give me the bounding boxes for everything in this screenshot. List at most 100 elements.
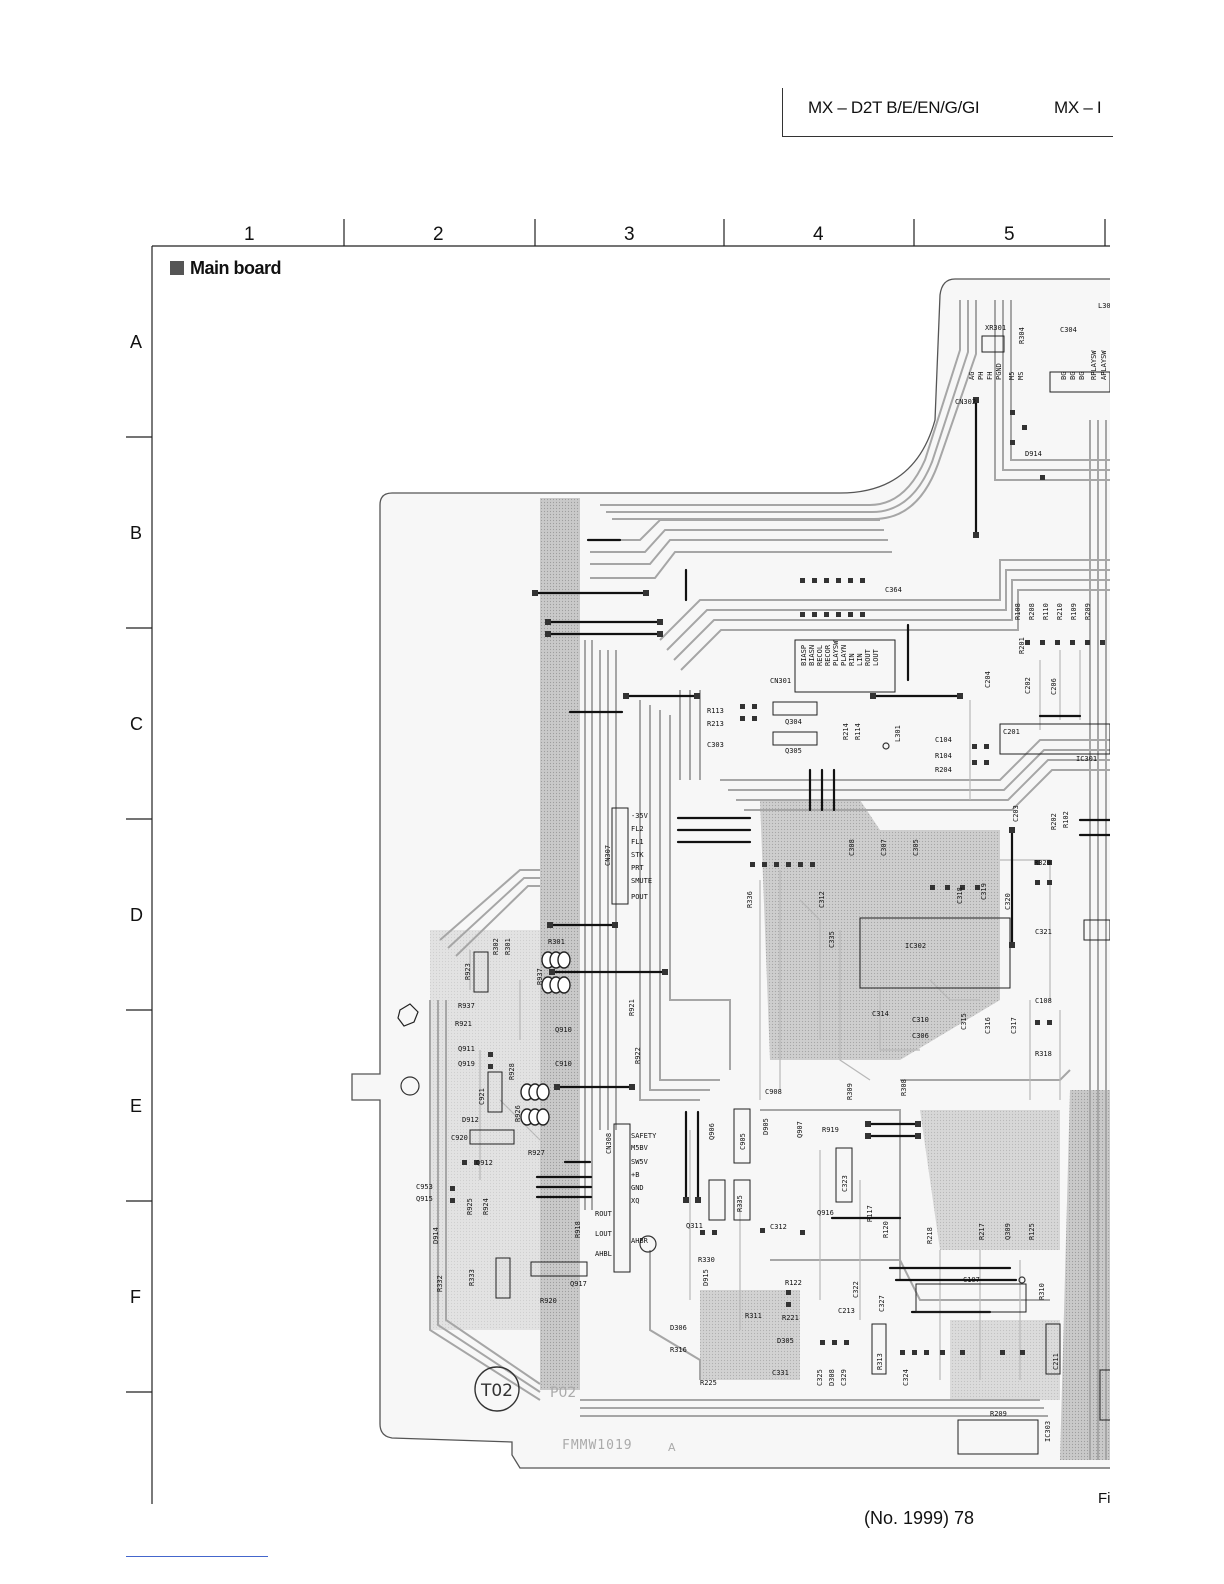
- label-q304: Q304: [785, 718, 802, 726]
- label-c305: C305: [912, 839, 920, 856]
- marking-t02: T02: [480, 1381, 513, 1401]
- label-cn308: CN308: [605, 1133, 613, 1154]
- marking-pcb-rev: A: [668, 1441, 676, 1454]
- label-c315: C315: [960, 1013, 968, 1030]
- label-c322: Q916: [817, 1209, 834, 1217]
- recycle-logo-icon: [397, 1003, 419, 1027]
- label-r201: R201: [1018, 637, 1026, 654]
- cn308-pin-ahbl: AHBL: [595, 1250, 612, 1258]
- label-r937: R301: [504, 938, 512, 955]
- connector-cn302: CN302 AG PH FH PGND M5 MS BG BG BG RPLAY…: [955, 350, 1108, 406]
- label-r102: R102: [1062, 811, 1070, 828]
- label-c325: D305: [777, 1337, 794, 1345]
- label-r304: R304: [1018, 327, 1026, 344]
- label-q919: R921: [628, 999, 636, 1016]
- label-c953: D912: [462, 1116, 479, 1124]
- label-r117: R310: [1038, 1283, 1046, 1300]
- cn302-pin-pgnd: PGND: [995, 363, 1003, 380]
- label-r125: C329: [840, 1369, 848, 1386]
- cn307-pin-35v: -35V: [631, 812, 649, 820]
- label-ic302: IC302: [905, 942, 926, 950]
- label-c908: R332: [436, 1275, 444, 1292]
- label-c303: C303: [707, 741, 724, 749]
- mounting-holes: [400, 742, 1026, 1284]
- label-c324: C331: [772, 1369, 789, 1377]
- grid-column-2: 2: [433, 224, 444, 245]
- figure-label-truncated: Fi: [1098, 1490, 1111, 1507]
- label-c319: C319: [980, 883, 988, 900]
- cn301-pin-biasp: BIASP: [800, 645, 808, 666]
- copper-pour-areas: [430, 498, 1110, 1460]
- label-r928: Q911: [458, 1045, 475, 1053]
- label-d914: D914: [1025, 450, 1042, 458]
- label-r336: R336: [746, 891, 754, 908]
- grid-row-f: F: [130, 1287, 141, 1307]
- label-c335: C335: [828, 931, 836, 948]
- label-c304: C304: [1060, 326, 1077, 334]
- cn307-pin-stk: STK: [631, 851, 644, 859]
- cn302-pin-rplaysw: RPLAYSW: [1090, 350, 1098, 380]
- label-r114: R114: [854, 723, 862, 740]
- label-c210: R120: [882, 1221, 890, 1238]
- cn301-pin-recor: RECOR: [824, 644, 832, 666]
- label-r216: R218: [926, 1227, 934, 1244]
- footnote-rule: [126, 1556, 268, 1557]
- label-c111: Q309: [1004, 1223, 1012, 1240]
- label-d915: R919: [822, 1126, 839, 1134]
- cn307-pin-fl2: FL2: [631, 825, 644, 833]
- label-c206: C206: [1050, 678, 1058, 695]
- label-r920: R925: [466, 1198, 474, 1215]
- label-c321: C321: [1035, 928, 1052, 936]
- grid-row-b: B: [130, 523, 143, 543]
- cn302-pin-aplaysw: APLAYSW: [1100, 350, 1108, 380]
- label-ic301: IC301: [1076, 755, 1097, 763]
- label-r208: R208: [1028, 603, 1036, 620]
- label-c910: R921: [455, 1020, 472, 1028]
- label-r320: R320: [1034, 859, 1051, 867]
- marking-pcb-code: FMMW1019: [562, 1438, 633, 1453]
- label-r120: R217: [978, 1223, 986, 1240]
- label-c306: C306: [912, 1032, 929, 1040]
- cn302-pin-ag: AG: [968, 372, 976, 380]
- label-r922: R937: [458, 1002, 475, 1010]
- label-q311: C905: [739, 1133, 747, 1150]
- label-q910: R923: [464, 963, 472, 980]
- grid-row-c: C: [130, 714, 143, 734]
- cn307-pin-pout: POUT: [631, 893, 649, 901]
- label-c204: C204: [984, 671, 992, 688]
- cn308-pin-xq: XQ: [631, 1197, 639, 1205]
- label-r104: R104: [935, 752, 952, 760]
- label-c201: C201: [1003, 728, 1020, 736]
- label-r311: R122: [785, 1279, 802, 1287]
- label-l301: L301: [894, 725, 902, 742]
- grid-column-4: 4: [813, 224, 824, 245]
- label-c331: C322: [852, 1281, 860, 1298]
- cn302-pin-bg2: BG: [1069, 372, 1077, 380]
- grid-row-d: D: [130, 905, 143, 925]
- label-r921: R301: [548, 938, 565, 946]
- label-r204: R204: [935, 766, 952, 774]
- label-c107: C325: [816, 1369, 824, 1386]
- label-r220: C324: [902, 1369, 910, 1386]
- label-c320: C320: [1004, 893, 1012, 910]
- label-r214: R214: [842, 723, 850, 740]
- label-r113: R113: [707, 707, 724, 715]
- label-c110: R125: [1028, 1223, 1036, 1240]
- label-l30: L30: [1098, 302, 1111, 310]
- connector-cn308: CN308 SAFETY M5BV SW5V +B GND XQ ROUT LO…: [595, 1132, 657, 1258]
- label-cn302: CN302: [955, 398, 976, 406]
- connector-cn307: CN307 -35V FL2 FL1 STK PRT SMUTE POUT: [604, 812, 652, 901]
- label-r309: R117: [866, 1205, 874, 1222]
- label-c501: IC303: [1044, 1421, 1052, 1442]
- label-c104: C104: [935, 736, 952, 744]
- solder-pads: [450, 397, 1105, 1355]
- grid-column-1: 1: [244, 224, 255, 245]
- label-r313: R316: [670, 1346, 687, 1354]
- page-number: (No. 1999) 78: [864, 1508, 975, 1528]
- label-d913: C908: [765, 1088, 782, 1096]
- label-r326: R308: [900, 1079, 908, 1096]
- cn301-pin-lin: LIN: [856, 653, 864, 666]
- label-q911: R937: [536, 968, 544, 985]
- section-title-text: Main board: [190, 258, 282, 278]
